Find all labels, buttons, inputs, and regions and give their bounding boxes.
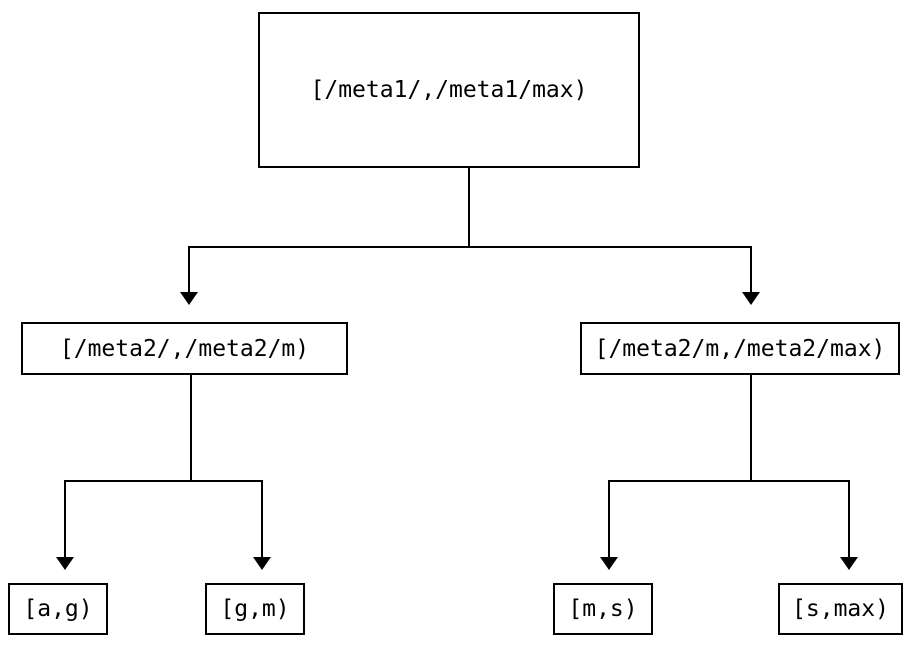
edge-mid-right-to-leaf-m-s-drop: [608, 480, 610, 559]
node-root-label: [/meta1/,/meta1/max): [310, 77, 588, 103]
arrowhead-to-leaf-g-m: [253, 557, 271, 570]
node-leaf-m-s-label: [m,s): [568, 596, 638, 622]
edge-root-to-mid-left-drop: [188, 246, 190, 294]
node-mid-left[interactable]: [/meta2/,/meta2/m): [21, 322, 348, 375]
arrowhead-to-mid-right: [742, 292, 760, 305]
edge-root-stem: [468, 168, 470, 248]
node-mid-right[interactable]: [/meta2/m,/meta2/max): [580, 322, 900, 375]
node-mid-left-label: [/meta2/,/meta2/m): [59, 335, 310, 362]
arrowhead-to-leaf-m-s: [600, 557, 618, 570]
node-leaf-a-g-label: [a,g): [23, 596, 93, 622]
edge-mid-right-crossbar: [608, 480, 850, 482]
node-leaf-s-max-label: [s,max): [792, 596, 889, 622]
edge-mid-right-to-leaf-s-max-drop: [848, 480, 850, 559]
node-root[interactable]: [/meta1/,/meta1/max): [258, 12, 640, 168]
edge-mid-left-crossbar: [64, 480, 263, 482]
edge-root-crossbar: [188, 246, 752, 248]
node-leaf-a-g[interactable]: [a,g): [8, 583, 108, 635]
arrowhead-to-leaf-a-g: [56, 557, 74, 570]
edge-mid-left-stem: [190, 375, 192, 482]
node-leaf-s-max[interactable]: [s,max): [778, 583, 903, 635]
arrowhead-to-leaf-s-max: [840, 557, 858, 570]
node-leaf-g-m-label: [g,m): [220, 596, 290, 622]
node-leaf-g-m[interactable]: [g,m): [205, 583, 305, 635]
node-mid-right-label: [/meta2/m,/meta2/max): [594, 335, 886, 362]
edge-mid-left-to-leaf-a-g-drop: [64, 480, 66, 559]
arrowhead-to-mid-left: [180, 292, 198, 305]
edge-mid-left-to-leaf-g-m-drop: [261, 480, 263, 559]
node-leaf-m-s[interactable]: [m,s): [553, 583, 653, 635]
edge-root-to-mid-right-drop: [750, 246, 752, 294]
edge-mid-right-stem: [750, 375, 752, 482]
